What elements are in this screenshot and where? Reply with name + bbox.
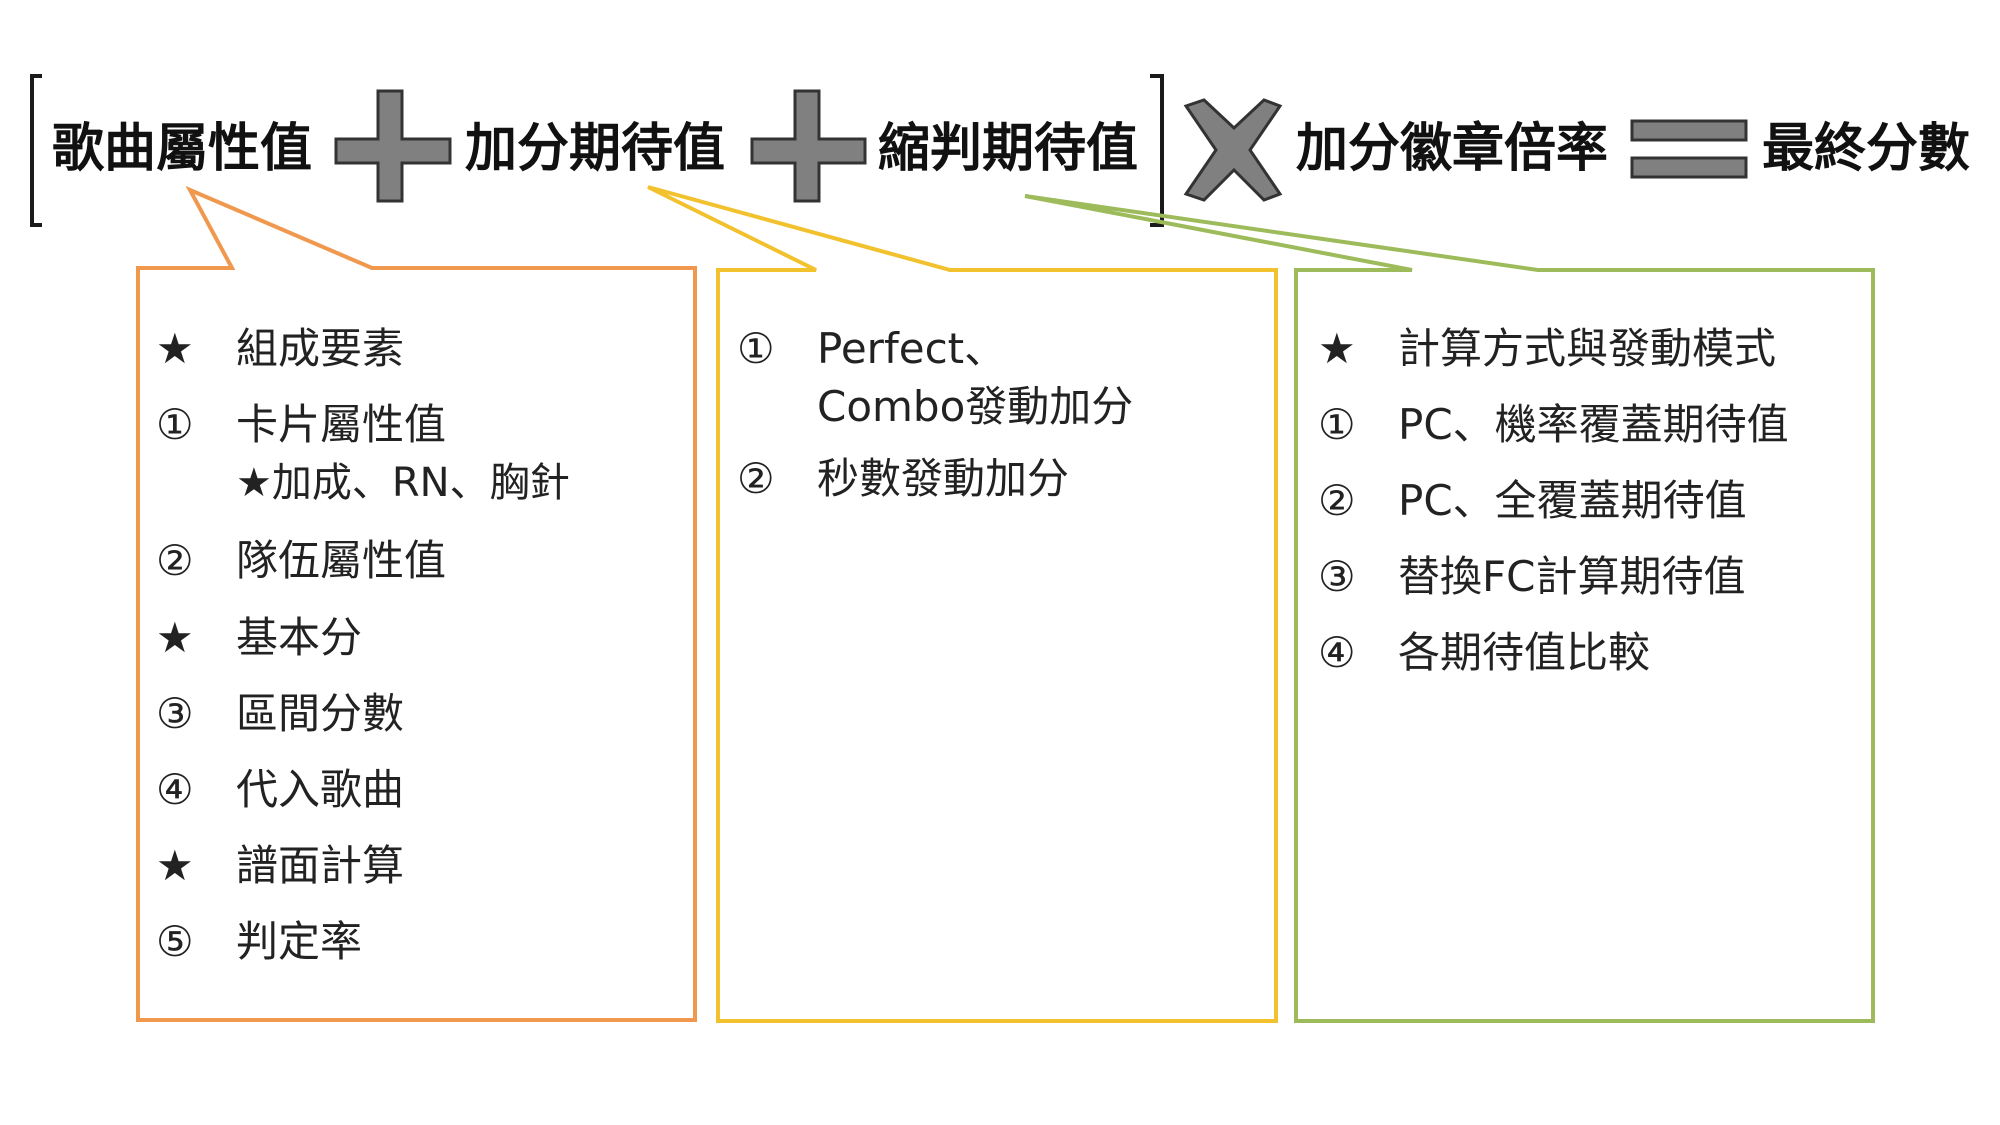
list-item-label: 秒數發動加分 bbox=[817, 454, 1070, 503]
number-bullet: ② bbox=[156, 536, 194, 585]
number-bullet: ① bbox=[737, 324, 775, 373]
callout-box-orange bbox=[136, 185, 697, 1022]
star-bullet: ★ bbox=[156, 841, 194, 890]
number-bullet: ③ bbox=[156, 689, 194, 738]
list-item-label: PC、全覆蓋期待值 bbox=[1398, 476, 1747, 525]
star-bullet: ★ bbox=[156, 613, 194, 662]
star-bullet: ★ bbox=[1318, 324, 1356, 373]
number-bullet: ④ bbox=[1318, 628, 1356, 677]
formula-term-song-attribute: 歌曲屬性值 bbox=[52, 119, 313, 179]
list-item-label: 組成要素 bbox=[236, 324, 405, 373]
list-item-label: 卡片屬性值 bbox=[236, 400, 447, 449]
list-item-label: 代入歌曲 bbox=[236, 765, 405, 814]
list-item-label: 譜面計算 bbox=[236, 841, 405, 890]
number-bullet: ④ bbox=[156, 765, 194, 814]
number-bullet: ① bbox=[156, 400, 194, 449]
number-bullet: ② bbox=[1318, 476, 1356, 525]
list-item-sublabel: Combo發動加分 bbox=[817, 382, 1134, 431]
list-item-sublabel: ★加成、RN、胸針 bbox=[236, 460, 570, 506]
list-item-label: 計算方式與發動模式 bbox=[1398, 324, 1777, 373]
formula-result: 最終分數 bbox=[1762, 119, 1971, 179]
plus-icon bbox=[750, 89, 867, 203]
equals-icon bbox=[1630, 119, 1748, 142]
formula-term-badge-multiplier: 加分徽章倍率 bbox=[1296, 119, 1609, 179]
number-bullet: ⑤ bbox=[156, 917, 194, 966]
list-item-label: 各期待值比較 bbox=[1398, 628, 1651, 677]
right-bracket bbox=[1150, 74, 1164, 227]
list-item-label: Perfect、 bbox=[817, 324, 1007, 373]
list-item-label: 隊伍屬性值 bbox=[236, 536, 447, 585]
formula-term-judgment-expectation: 縮判期待值 bbox=[878, 119, 1139, 179]
formula-term-bonus-expectation: 加分期待值 bbox=[465, 119, 726, 179]
callout-box-yellow bbox=[647, 185, 1278, 1023]
list-item-label: 判定率 bbox=[236, 917, 363, 966]
list-item-label: PC、機率覆蓋期待值 bbox=[1398, 400, 1789, 449]
list-item-label: 替換FC計算期待值 bbox=[1398, 552, 1746, 601]
left-bracket bbox=[30, 74, 42, 227]
number-bullet: ① bbox=[1318, 400, 1356, 449]
star-bullet: ★ bbox=[156, 324, 194, 373]
equals-icon bbox=[1630, 156, 1748, 179]
callout-box-green bbox=[1024, 194, 1875, 1023]
number-bullet: ③ bbox=[1318, 552, 1356, 601]
list-item-label: 區間分數 bbox=[236, 689, 405, 738]
number-bullet: ② bbox=[737, 454, 775, 503]
list-item-label: 基本分 bbox=[236, 613, 363, 662]
times-icon bbox=[1183, 98, 1283, 202]
plus-icon bbox=[334, 89, 452, 203]
